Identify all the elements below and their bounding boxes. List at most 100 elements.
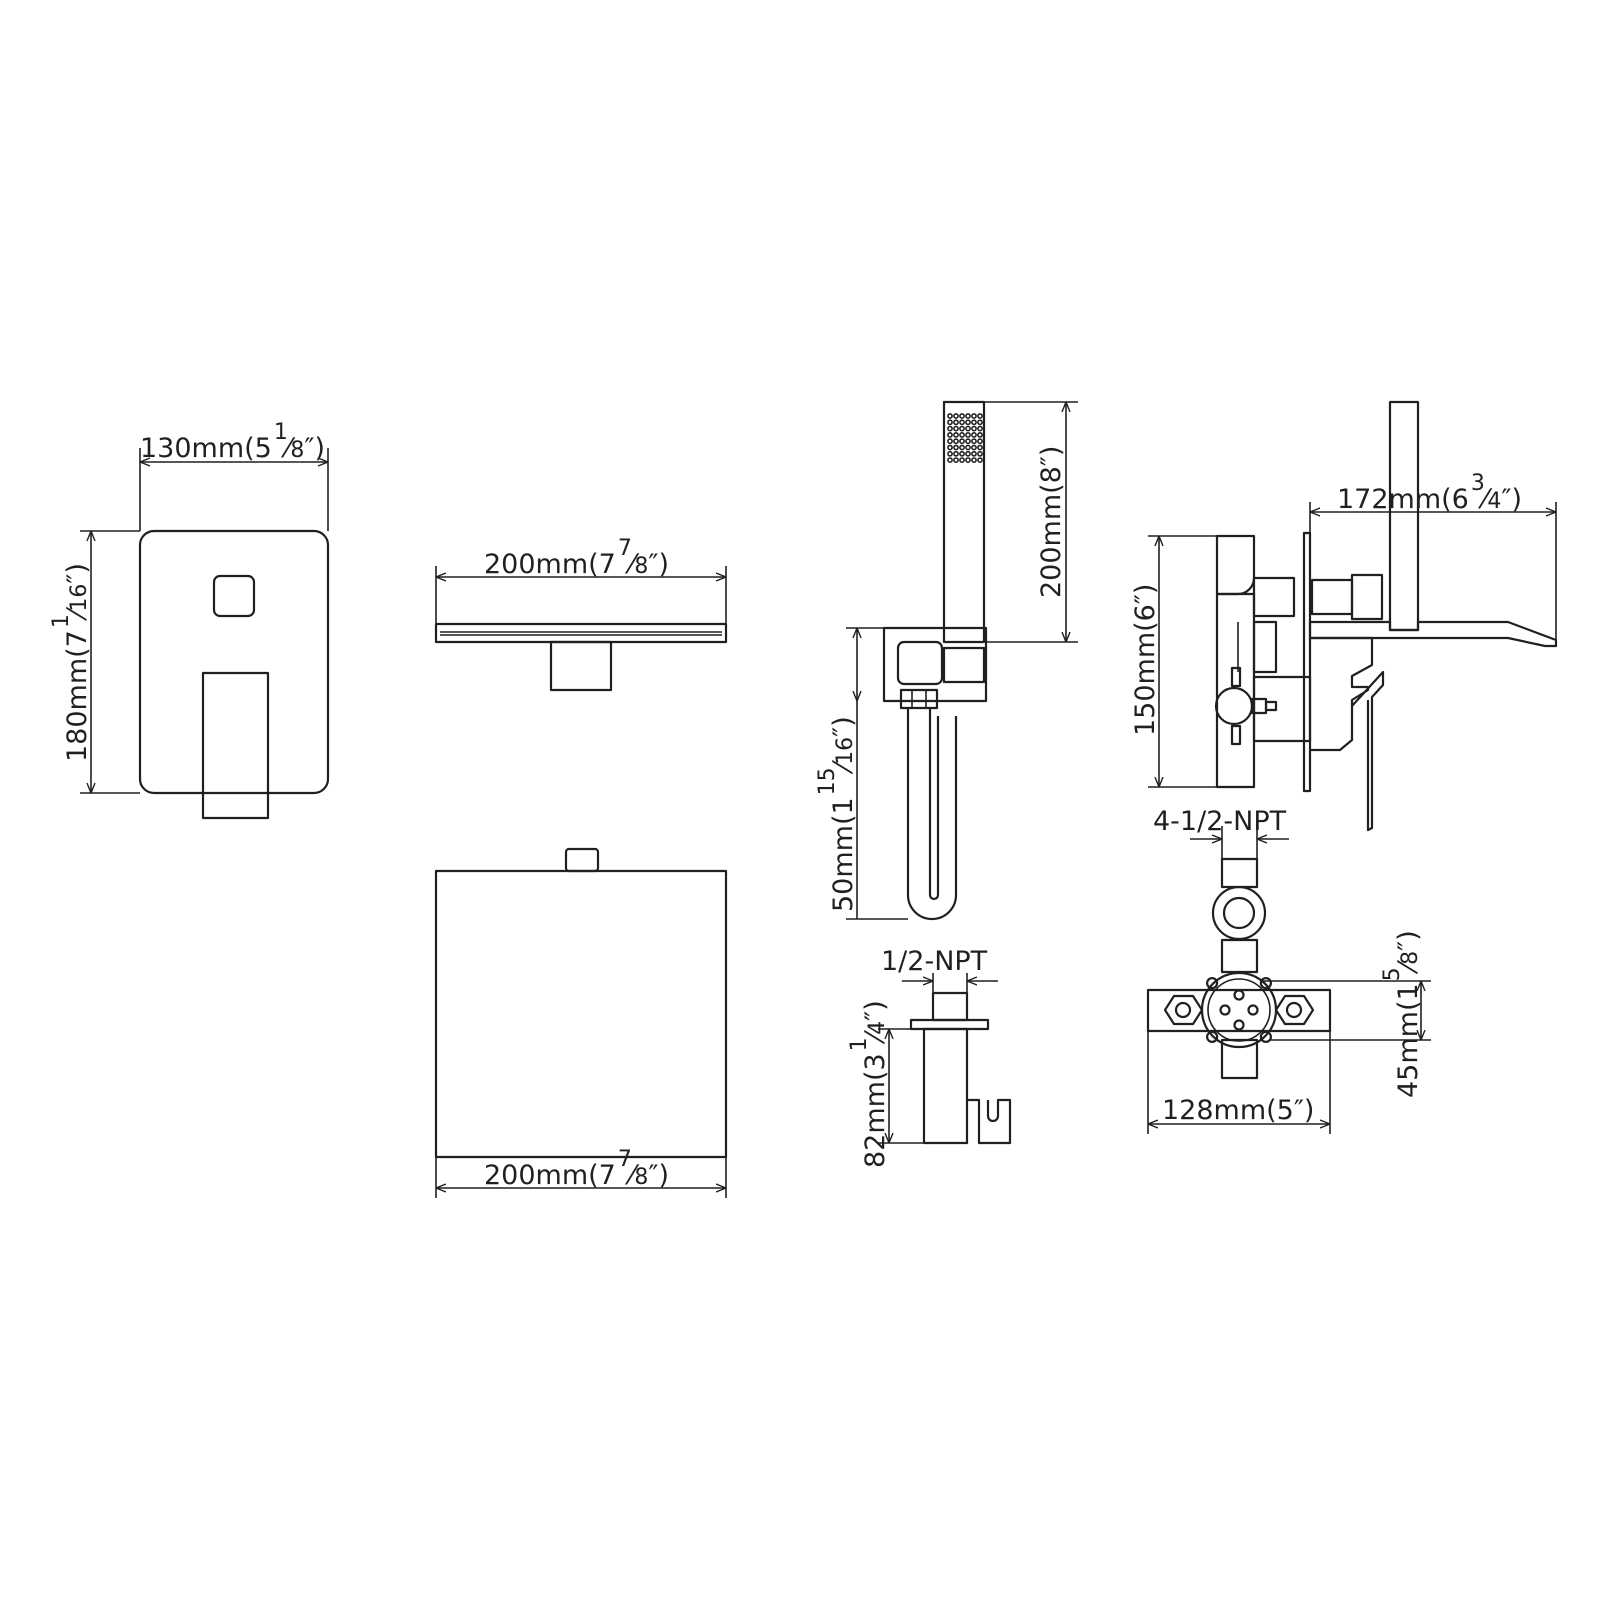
valve-width-label: 128mm(5″) [1162,1095,1314,1126]
spray-nozzle [971,444,977,451]
valve-top-cap [1215,534,1256,596]
hand-shower-handle [942,400,986,644]
trim-plate-outline [138,529,330,795]
spray-nozzles [947,413,983,463]
spray-nozzle [953,438,959,445]
spray-nozzle [977,419,983,426]
wall-bracket-outline [882,626,988,703]
spray-nozzle [959,438,965,445]
bracket-height-label: 50mm(115⁄16″) [815,716,859,912]
spray-nozzle [965,450,971,457]
shower-head-plate-top [434,869,728,1159]
top-outlet-ring [1211,885,1267,941]
riser-pipe [1388,400,1420,632]
wall-plate-edge [1302,531,1312,793]
top-outlet-bore [1222,896,1256,930]
spray-nozzle [965,444,971,451]
shower-head-plate-side [434,622,728,644]
spray-nozzle [959,413,965,419]
right-inlet-nut [1274,994,1315,1026]
shower-holder-view: 1/2-NPT 82mm(31⁄4″) [847,946,1012,1168]
hose-inner [928,708,940,901]
upper-connector [1310,578,1354,616]
spray-nozzle [971,450,977,457]
shower-head-bottom-width-label: 200mm(77⁄8″) [484,1147,669,1191]
hand-shower-view: 200mm(8″) 50mm(115⁄16″) [815,400,1078,921]
trim-plate-front-view: 130mm(51⁄8″) 180mm(71⁄16″) [49,420,330,820]
spray-nozzle [959,444,965,451]
lever-handle [1351,670,1385,832]
mixer-handle [201,671,270,820]
spray-nozzle [965,438,971,445]
holder-body [922,1027,969,1145]
valve-body [1215,592,1256,789]
shower-arm-stub [564,847,600,873]
spray-nozzle [947,444,953,451]
bracket-elbow [896,640,944,686]
hose-nut [899,688,939,710]
spray-nozzle [953,419,959,426]
valve-offset-label: 45mm(15⁄8″) [1380,930,1424,1098]
spray-nozzle [947,419,953,426]
valve-outlet-middle [1252,620,1278,674]
spray-nozzle [971,425,977,432]
bottom-outlet-pipe [1220,1038,1259,1080]
spray-nozzle [953,425,959,432]
mounting-lug [1205,1030,1219,1044]
mounting-lug [1259,976,1273,990]
spray-nozzle [953,413,959,419]
port-hole [1233,1019,1245,1031]
valve-outlet-upper [1252,576,1296,618]
spray-nozzle [965,431,971,438]
port-hole [1233,989,1245,1001]
spray-nozzle [947,450,953,457]
spray-nozzle [965,413,971,419]
panel-width-label: 130mm(51⁄8″) [140,420,325,464]
spray-nozzle [971,419,977,426]
spray-nozzle [971,438,977,445]
hand-shower-height-label: 200mm(8″) [1036,446,1067,598]
mounting-lugs [1205,976,1273,1044]
shower-head-top-width-label: 200mm(77⁄8″) [484,536,669,580]
spray-nozzle [977,438,983,445]
spray-nozzle [959,419,965,426]
diverter-knob [1214,686,1254,726]
spray-nozzle [953,450,959,457]
spray-nozzle [959,457,965,463]
diverter-button [212,574,256,618]
port-hole [1247,1004,1259,1016]
spray-nozzle [965,425,971,432]
diverter-stem-bottom [1230,724,1242,746]
shower-head-top-view: 200mm(77⁄8″) [434,847,728,1198]
valve-depth-label: 172mm(63⁄4″) [1337,471,1522,515]
hose-outer [906,708,958,921]
valve-front-view: 4-1/2-NPT 128mm(5″) 45mm(15⁄8″) [1146,806,1431,1134]
spray-nozzle [977,431,983,438]
spray-nozzle [953,457,959,463]
spray-nozzle [947,413,953,419]
spray-nozzle [977,457,983,463]
holder-height-label: 82mm(31⁄4″) [847,1000,891,1168]
holder-flange [909,1018,990,1031]
tub-spout [1308,620,1558,648]
spray-nozzle [965,419,971,426]
valve-thread-label: 4-1/2-NPT [1153,806,1287,837]
spray-nozzle [959,425,965,432]
bracket-holder [942,646,986,684]
spray-nozzle [977,444,983,451]
valve-body-inner-ring [1207,978,1271,1042]
diverter-stem-top [1230,666,1242,688]
shower-arm-connector [549,640,613,692]
left-inlet-bore [1174,1001,1192,1019]
upper-connector-nut [1350,573,1384,621]
spray-nozzle [977,413,983,419]
spray-nozzle [965,457,971,463]
spray-nozzle [977,450,983,457]
spray-nozzle [971,457,977,463]
diverter-tip [1264,700,1278,712]
spray-nozzle [959,431,965,438]
top-outlet-pipe [1220,857,1259,889]
port-hole [1219,1004,1231,1016]
spray-nozzle [953,431,959,438]
